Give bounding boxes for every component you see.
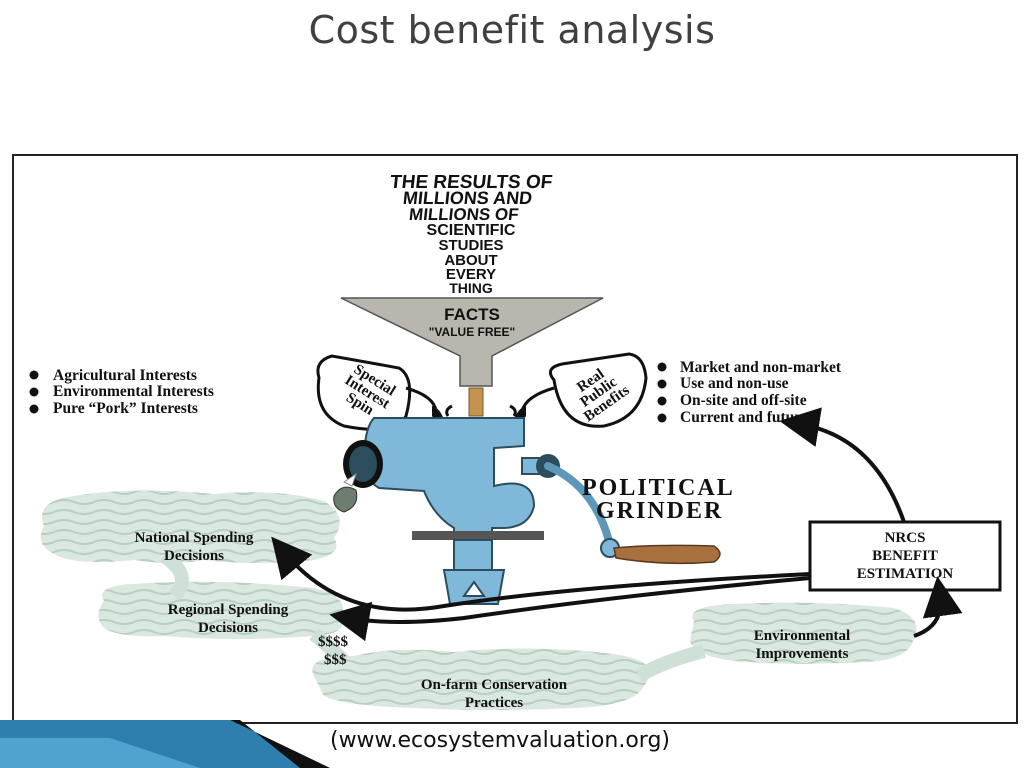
national-spending-label: National Spending <box>135 530 254 546</box>
headline-line: ABOUT <box>444 252 497 269</box>
headline: THE RESULTS OF MILLIONS AND MILLIONS OF … <box>389 172 553 296</box>
nrcs-label: ESTIMATION <box>857 566 954 582</box>
diagram-frame: THE RESULTS OF MILLIONS AND MILLIONS OF … <box>12 154 1018 724</box>
headline-line: THE RESULTS OF <box>389 172 553 193</box>
source-citation[interactable]: (www.ecosystemvaluation.org) <box>329 728 670 753</box>
arrow-env-to-nrcs <box>913 576 963 638</box>
funnel-label: FACTS <box>444 305 500 324</box>
funnel: FACTS "VALUE FREE" <box>340 297 604 417</box>
headline-line: MILLIONS AND <box>402 188 533 208</box>
right-bullet: On-site and off-site <box>680 392 807 409</box>
right-bullet-list: Market and non-market Use and non-use On… <box>657 359 842 426</box>
nrcs-label: NRCS <box>885 530 926 546</box>
dollar-signs: $$$ <box>324 652 347 668</box>
slide-title: Cost benefit analysis <box>308 8 716 52</box>
grinder-label: GRINDER <box>596 498 723 524</box>
nrcs-label: BENEFIT <box>872 548 938 564</box>
arrow-nrcs-to-right-bullets <box>779 407 906 523</box>
corner-decoration <box>0 720 330 768</box>
flow-arrows <box>271 407 963 642</box>
diagram: THE RESULTS OF MILLIONS AND MILLIONS OF … <box>29 172 1002 711</box>
cloud-areas <box>40 490 917 710</box>
regional-spending-label: Regional Spending <box>168 602 289 618</box>
national-spending-label: Decisions <box>164 548 224 564</box>
political-grinder-illustration <box>333 404 721 605</box>
environmental-label: Environmental <box>754 628 850 644</box>
funnel-sublabel: "VALUE FREE" <box>429 325 516 339</box>
grinder-label: POLITICAL <box>582 475 735 501</box>
left-bullet: Agricultural Interests <box>53 367 197 384</box>
arrow-nrcs-to-national <box>271 536 811 612</box>
nrcs-box <box>808 520 1002 592</box>
left-bullet: Environmental Interests <box>53 383 214 400</box>
headline-line: SCIENTIFIC <box>427 222 516 239</box>
right-bullet: Current and future <box>680 409 808 426</box>
right-pitcher: Real Public Benefits <box>514 352 648 428</box>
onfarm-label: On-farm Conservation <box>421 677 568 693</box>
regional-spending-label: Decisions <box>198 620 258 636</box>
left-pitcher: Special Interest Spin <box>316 354 444 431</box>
environmental-label: Improvements <box>755 646 848 662</box>
right-bullet: Market and non-market <box>680 359 842 376</box>
onfarm-label: Practices <box>465 695 523 711</box>
right-bullet: Use and non-use <box>680 375 789 392</box>
dollar-signs: $$$$ <box>318 634 349 650</box>
left-bullet: Pure “Pork” Interests <box>53 400 198 417</box>
headline-line: THING <box>449 280 493 296</box>
arrow-nrcs-to-regional <box>329 576 811 642</box>
left-bullet-list: Agricultural Interests Environmental Int… <box>29 367 214 417</box>
headline-line: STUDIES <box>438 237 503 254</box>
headline-line: MILLIONS OF <box>408 205 519 224</box>
headline-line: EVERY <box>446 266 496 283</box>
